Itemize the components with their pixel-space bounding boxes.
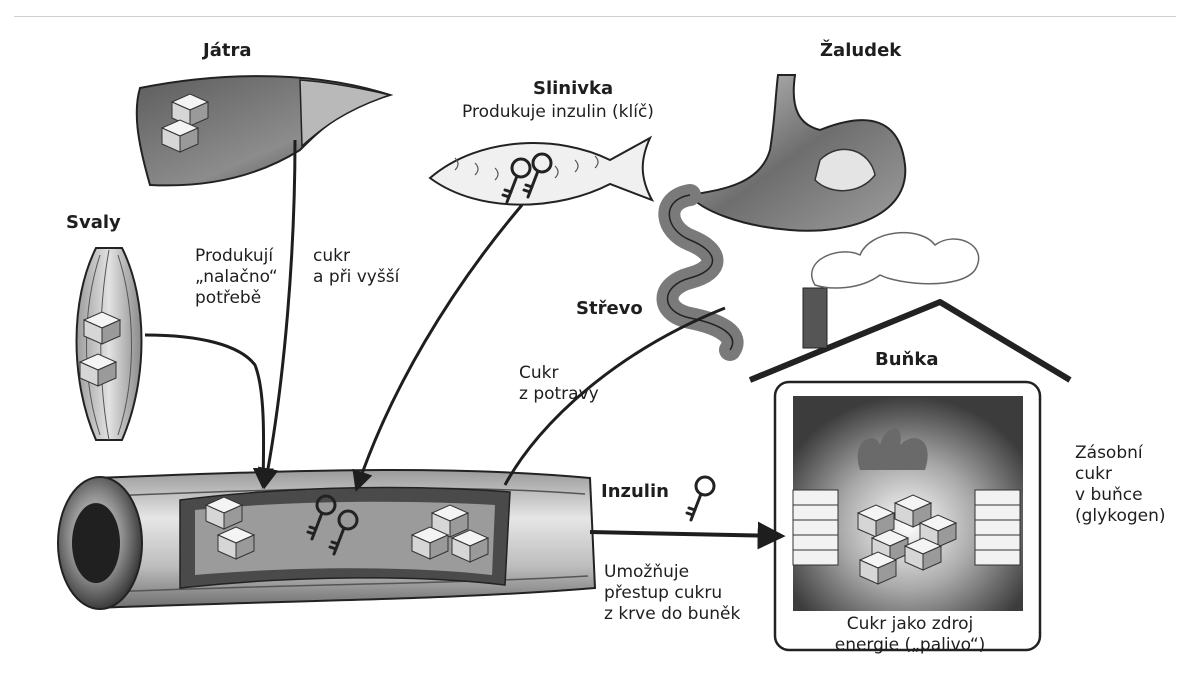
glycogen-stack-right	[975, 490, 1020, 565]
label-pancreas-sub: Produkuje inzulin (klíč)	[462, 102, 654, 123]
arrow-liver	[265, 140, 295, 485]
note-cell-energy: Cukr jako zdroj energie („palivo“)	[810, 614, 1010, 656]
note-insulin: Umožňuje přestup cukru z krve do buněk	[604, 562, 740, 625]
label-intestine: Střevo	[576, 298, 643, 319]
blood-vessel	[58, 470, 595, 609]
note-glycogen: Zásobní cukr v buňce (glykogen)	[1075, 443, 1166, 527]
note-liver-right: cukr a při vyšší	[313, 246, 399, 288]
arrow-insulin	[590, 532, 780, 536]
muscle-illustration	[77, 248, 142, 440]
label-cell: Buňka	[875, 349, 938, 370]
stomach-illustration	[668, 75, 906, 350]
label-liver: Játra	[203, 40, 251, 61]
arrow-muscle	[145, 335, 264, 485]
label-pancreas: Slinivka	[533, 78, 613, 99]
insulin-key-icon	[687, 477, 714, 520]
label-insulin: Inzulin	[601, 481, 669, 502]
liver-illustration	[137, 76, 390, 185]
label-stomach: Žaludek	[820, 40, 901, 61]
note-intestine: Cukr z potravy	[519, 363, 599, 405]
cell-house	[750, 233, 1070, 650]
note-liver-left: Produkují „nalačno“ potřebě	[195, 246, 278, 309]
pancreas-illustration	[430, 138, 652, 205]
label-muscle: Svaly	[66, 212, 121, 233]
glycogen-stack-left	[793, 490, 838, 565]
